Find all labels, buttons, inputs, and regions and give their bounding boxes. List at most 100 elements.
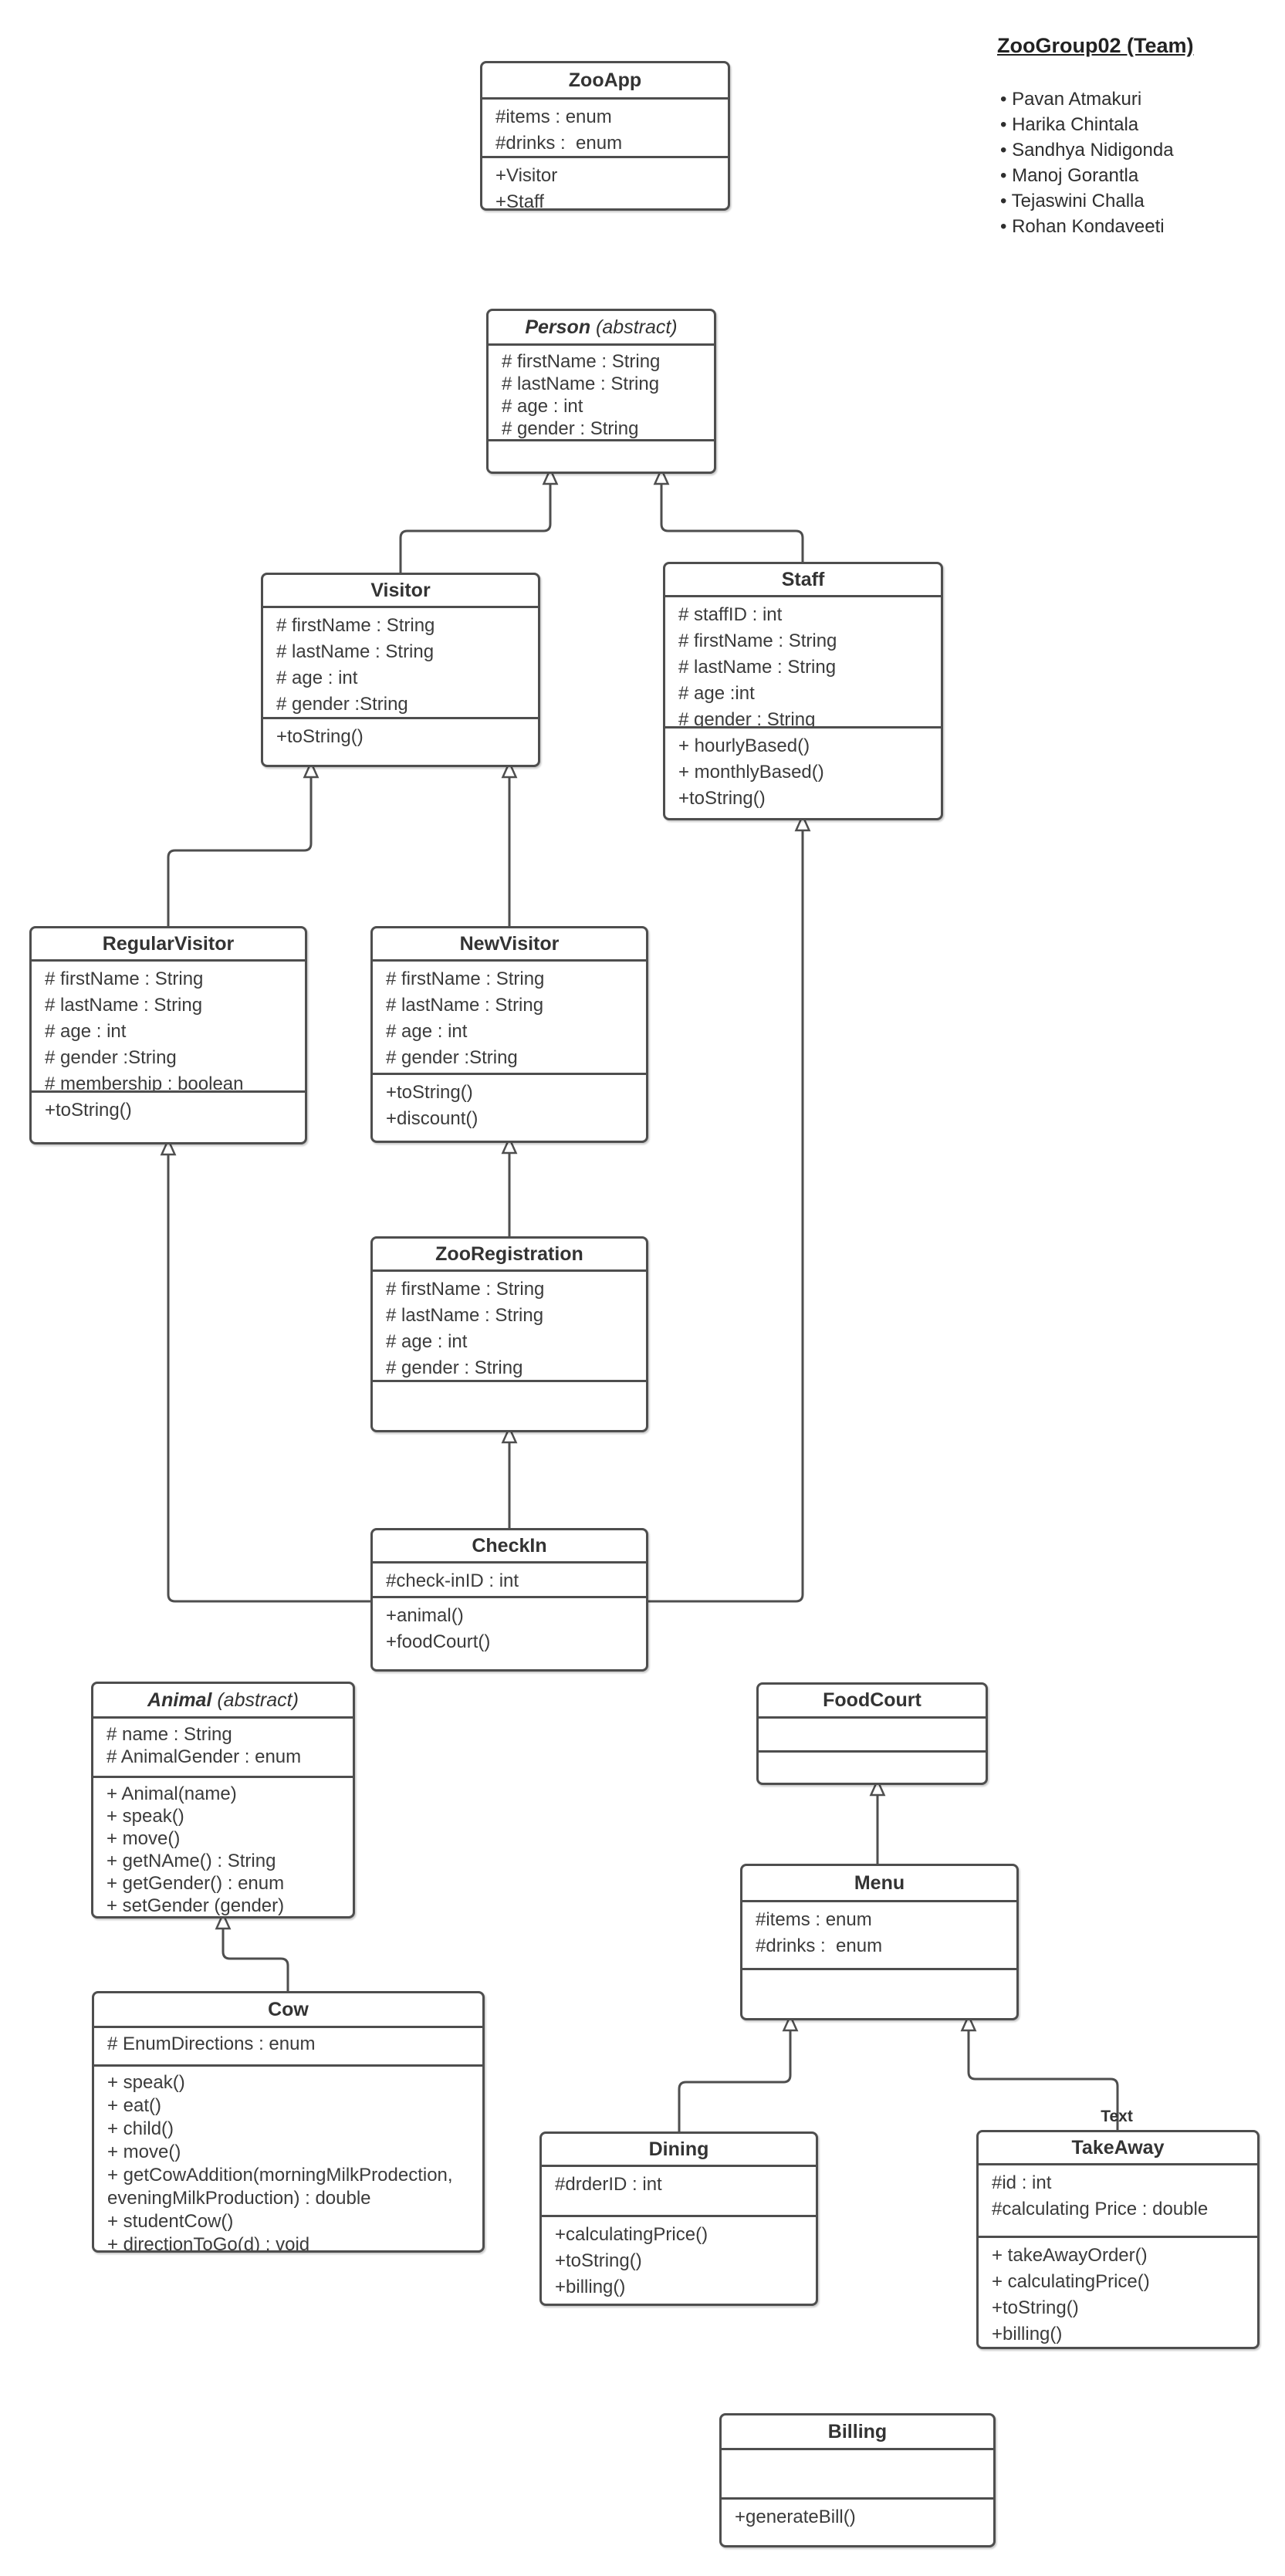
class-title: Menu [854,1872,905,1894]
generalization-arrow-zooregistration-to-newvisitor [501,1135,518,1236]
class-attrs-compartment: # firstName : String# lastName : String#… [32,959,305,1090]
class-title: NewVisitor [459,933,560,955]
class-box-animal[interactable]: Animal (abstract) # name : String# Animal… [91,1682,355,1918]
class-attribute: # age : int [386,1331,468,1352]
class-methods-compartment [373,1380,646,1430]
class-box-newvisitor[interactable]: NewVisitor# firstName : String# lastName… [370,926,648,1143]
class-box-takeaway[interactable]: TakeAway #id : int #calculating Price : do… [976,2130,1260,2349]
class-attrs-compartment: # name : String# AnimalGender : enum [93,1716,353,1776]
generalization-arrow-checkin-to-staff [648,813,811,1603]
class-attribute: # firstName : String [386,1279,545,1300]
class-attrs-compartment [722,2448,993,2497]
class-box-checkin[interactable]: CheckIn #check-inID : int+animal()+foodCo… [370,1528,648,1672]
class-attribute: # firstName : String [276,615,435,636]
class-methods-compartment [742,1968,1016,2018]
team-annotation: ZooGroup02 (Team) Pavan AtmakuriHarika C… [997,34,1275,237]
class-attribute: # age : int [276,668,358,688]
class-title: ZooRegistration [435,1243,583,1265]
class-methods-compartment: +animal()+foodCourt() [373,1596,646,1669]
class-attribute: # membership : boolean [45,1073,244,1090]
class-method: + takeAwayOrder() [992,2245,1148,2266]
class-methods-compartment: +calculatingPrice()+toString()+billing() [542,2215,816,2304]
class-box-menu[interactable]: Menu#items : enum#drinks : enum [740,1864,1019,2020]
generalization-arrow-regularvisitor-to-visitor [167,759,320,926]
class-method: + speak() [107,2072,185,2093]
class-method: +Visitor [495,165,558,186]
class-attrs-compartment: #id : int #calculating Price : double [979,2163,1257,2236]
class-title: Visitor [370,580,431,601]
class-method: +billing() [555,2277,626,2297]
class-attribute: # gender : String [678,709,816,726]
class-attribute: # lastName : String [678,657,837,678]
class-attribute: # age :int [678,683,755,704]
class-box-staff[interactable]: Staff # staffID : int # firstName : String… [663,562,943,820]
class-methods-compartment [759,1750,986,1783]
class-attribute: # gender : String [386,1357,523,1378]
class-box-billing[interactable]: Billing+generateBill() [719,2413,996,2547]
class-methods-compartment: + takeAwayOrder()+ calculatingPrice()+to… [979,2236,1257,2347]
generalization-arrow-cow-to-animal [215,1911,289,1991]
class-attribute: # AnimalGender : enum [107,1746,302,1767]
class-title: ZooApp [568,69,642,91]
class-attribute: # staffID : int [678,604,783,625]
class-method: + move() [107,1828,181,1849]
class-attribute: # name : String [107,1724,232,1745]
class-attrs-compartment: #drderID : int [542,2165,816,2215]
class-title: FoodCourt [823,1689,921,1711]
class-attribute: # lastName : String [386,1305,544,1326]
class-attribute: #items : enum [756,1909,872,1930]
class-title: Staff [781,569,825,590]
class-box-foodcourt[interactable]: FoodCourt [756,1682,988,1785]
class-methods-compartment: + Animal(name)+ speak()+ move()+ getNAme… [93,1776,353,1916]
class-attribute: #items : enum [495,106,612,127]
class-attribute: # lastName : String [502,374,660,394]
class-box-zooapp[interactable]: ZooApp#items : enum#drinks : enum+Visito… [480,61,730,211]
class-method: + child() [107,2118,174,2139]
generalization-arrow-visitor-to-person [399,466,559,573]
class-box-zooregistration[interactable]: ZooRegistration # firstName : String # las… [370,1236,648,1432]
class-attrs-compartment: #check-inID : int [373,1561,646,1596]
class-method: +generateBill() [735,2507,856,2527]
class-title: TakeAway [1071,2137,1165,2158]
class-box-regularvisitor[interactable]: RegularVisitor# firstName : String# last… [29,926,307,1144]
class-methods-compartment: +generateBill() [722,2497,993,2545]
class-box-visitor[interactable]: Visitor # firstName : String # lastName : … [261,573,540,767]
class-attribute: #id : int [992,2172,1052,2193]
class-attrs-compartment: # firstName : String # lastName : String #… [263,606,538,717]
class-attribute: # lastName : String [276,641,435,662]
class-method: +toString() [276,726,364,747]
takeaway-text-label: Text [1101,2108,1133,2125]
class-attrs-compartment: # firstName : String# lastName : String#… [489,343,714,439]
class-title: Dining [648,2138,709,2160]
class-method: +billing() [992,2324,1063,2344]
class-attribute: # age : int [502,396,583,417]
class-method: + getNAme() : String [107,1851,276,1871]
team-member: Sandhya Nidigonda [1000,137,1275,163]
generalization-arrow-dining-to-menu [678,2013,799,2131]
class-method: +animal() [386,1605,464,1626]
class-box-person[interactable]: Person (abstract)# firstName : String# l… [486,309,716,474]
class-attribute: # firstName : String [45,969,204,989]
class-box-dining[interactable]: Dining #drderID : int +calculatingPrice()+… [539,2131,818,2306]
class-attribute: # age : int [45,1021,127,1042]
class-title: Animal (abstract) [147,1689,299,1711]
class-methods-compartment: + speak()+ eat()+ child() + move() + getCo… [94,2064,482,2250]
class-method: + move() [107,2142,181,2162]
class-attribute: # firstName : String [678,630,837,651]
class-attribute: #calculating Price : double [992,2199,1209,2219]
class-method: + studentCow() [107,2211,234,2232]
class-attribute: #drderID : int [555,2174,662,2195]
class-method: + calculatingPrice() [992,2271,1150,2292]
class-attribute: # EnumDirections : enum [107,2033,316,2054]
class-attribute: # age : int [386,1021,468,1042]
class-attribute: # firstName : String [502,351,661,372]
team-member: Harika Chintala [1000,112,1275,137]
team-member-list: Pavan AtmakuriHarika ChintalaSandhya Nid… [1000,86,1275,239]
class-methods-compartment: +toString()+discount() [373,1073,646,1141]
class-method: +toString() [386,1082,473,1103]
class-title: Cow [268,1999,309,2020]
class-method: + eat() [107,2095,162,2116]
class-box-cow[interactable]: Cow # EnumDirections : enum + speak()+ eat… [92,1991,485,2253]
class-method: + getCowAddition(morningMilkProdection, … [107,2165,458,2209]
class-title: CheckIn [472,1535,547,1557]
